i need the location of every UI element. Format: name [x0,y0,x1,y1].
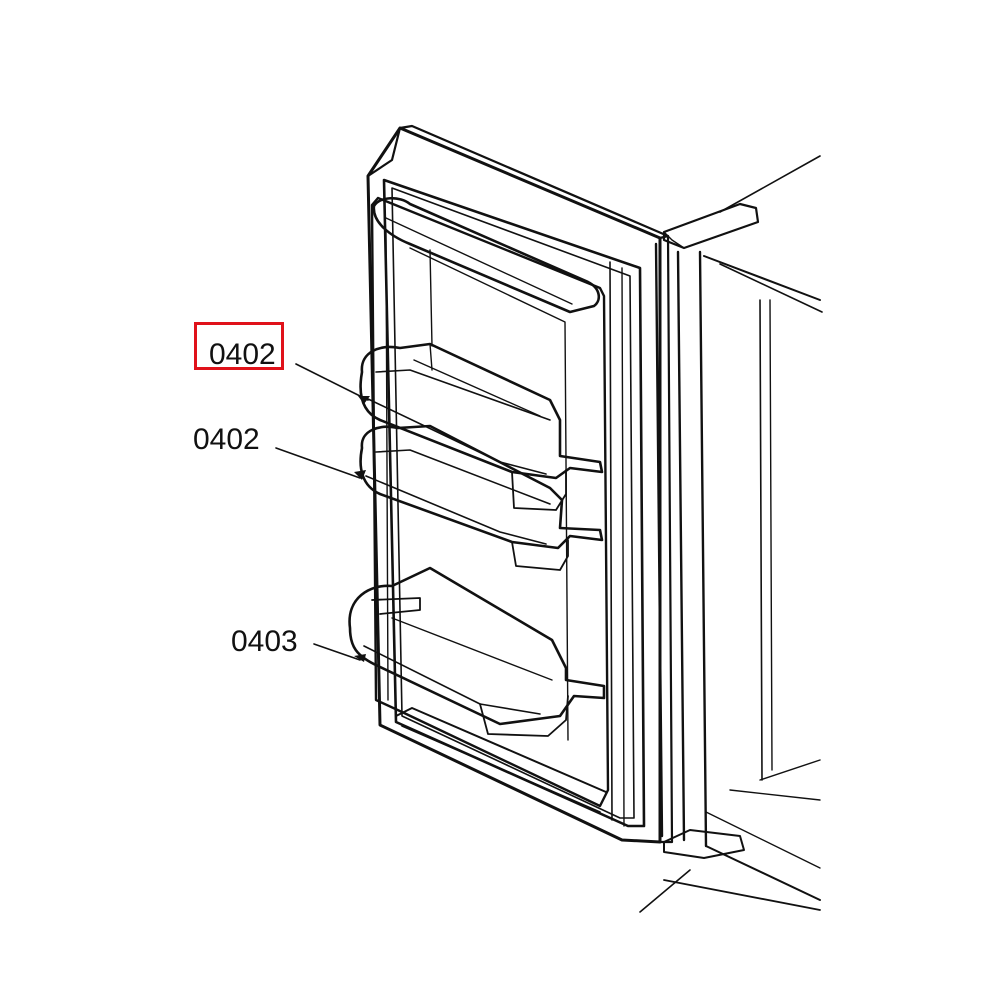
cabinet-side [654,242,823,901]
selected-part-highlight [194,322,284,370]
top-hinge [662,155,821,250]
door-inner-liner [370,196,610,808]
top-compartment [372,196,601,314]
part-label-0402[interactable]: 0402 [193,423,260,456]
door-bottom [395,707,607,813]
bottom-hinge [639,829,821,913]
part-label-0402-highlighted[interactable]: 0402 [209,338,276,371]
door-shelf-lower-bottle [348,566,606,737]
leader-lines [275,363,370,662]
part-label-0403[interactable]: 0403 [231,625,298,658]
